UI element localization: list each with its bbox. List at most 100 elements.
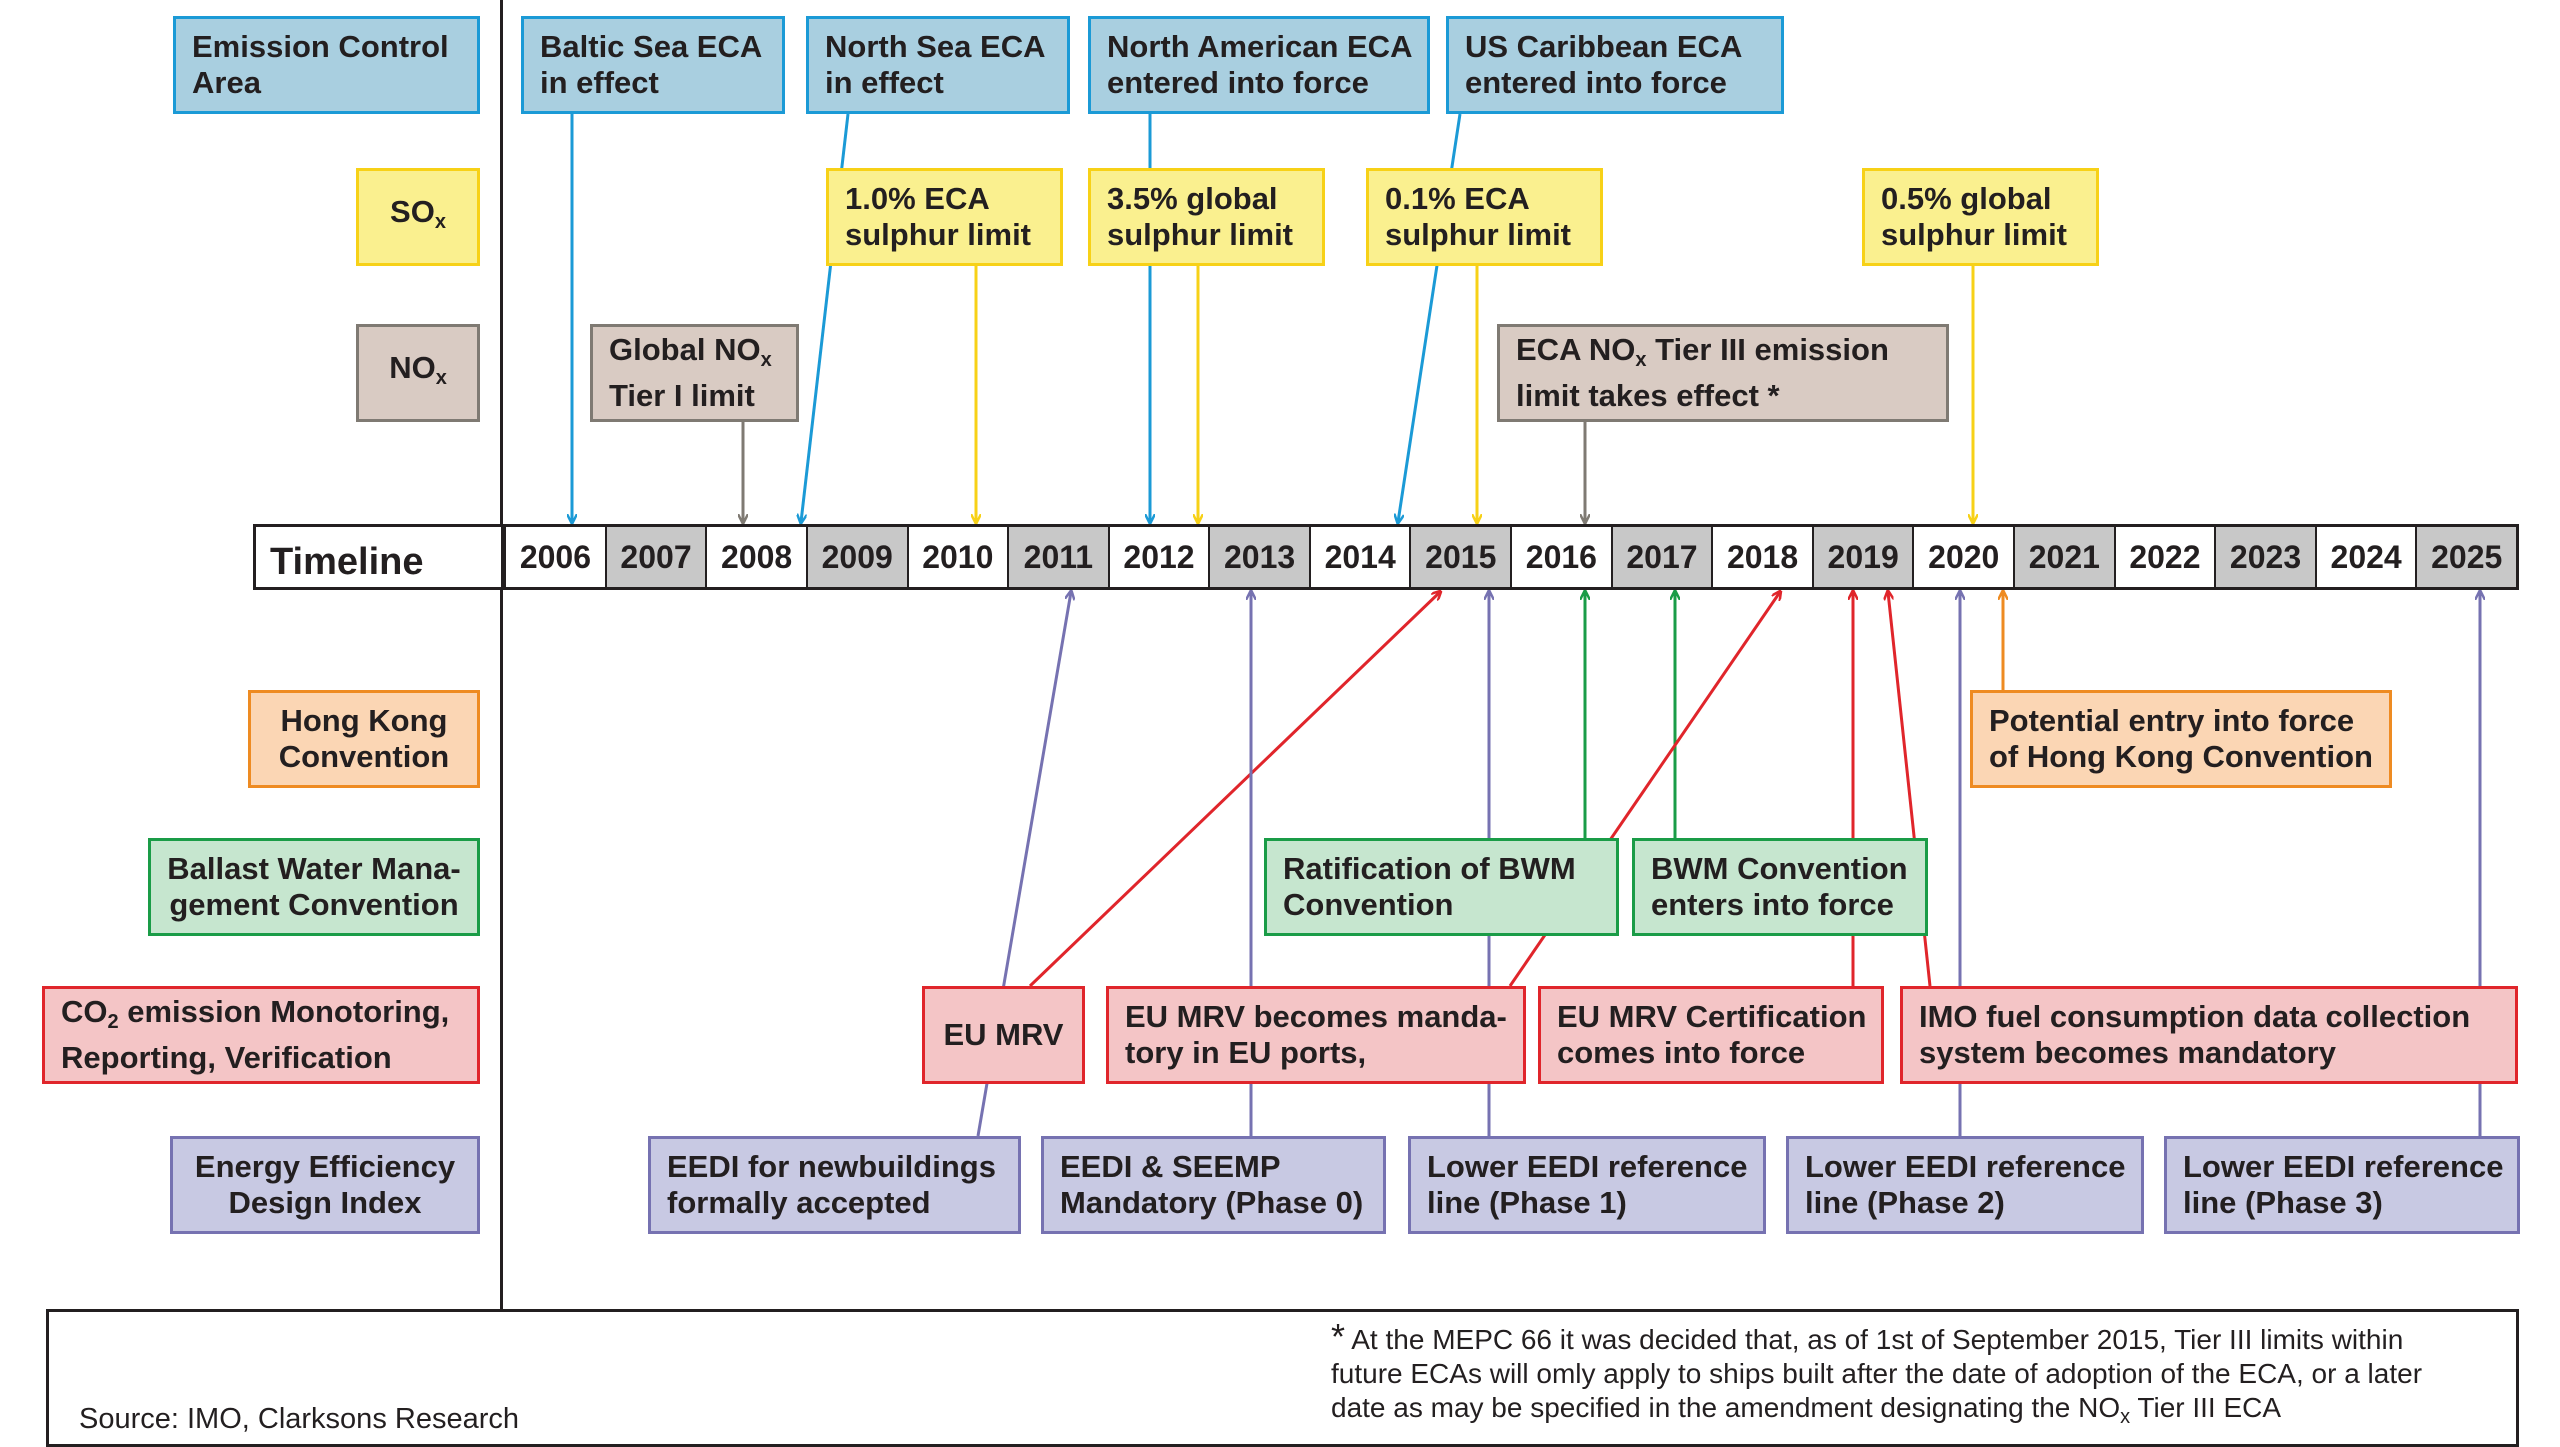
timeline-year: 2013 xyxy=(1208,527,1309,587)
event-line: North American ECA xyxy=(1107,29,1413,64)
timeline-year: 2012 xyxy=(1107,527,1209,587)
category-eca: Emission Control Area xyxy=(173,16,480,114)
timeline-year: 2024 xyxy=(2314,527,2416,587)
event-line: in effect xyxy=(540,65,659,100)
sox-subscript: x xyxy=(434,211,446,233)
event-line: sulphur limit xyxy=(1881,217,2067,252)
category-hong-kong: Hong Kong Convention xyxy=(248,690,480,788)
event-nox-tier3: ECA NOx Tier III emission limit takes ef… xyxy=(1497,324,1949,422)
timeline-label: Timeline xyxy=(256,527,505,587)
event-hk-potential: Potential entry into force of Hong Kong … xyxy=(1970,690,2392,788)
event-line: US Caribbean ECA xyxy=(1465,29,1743,64)
co2-pre: CO xyxy=(61,994,108,1029)
sox-label: SO xyxy=(390,194,435,229)
event-baltic-eca: Baltic Sea ECA in effect xyxy=(521,16,785,114)
event-line: in effect xyxy=(825,65,944,100)
event-line: of Hong Kong Convention xyxy=(1989,739,2373,774)
event-line: EEDI for newbuildings xyxy=(667,1149,996,1184)
category-eca-line: Area xyxy=(192,65,261,100)
footnote-subscript: x xyxy=(2120,1406,2131,1428)
event-line: comes into force xyxy=(1557,1035,1806,1070)
category-hk-line: Hong Kong xyxy=(280,703,448,738)
category-eedi-line: Design Index xyxy=(228,1185,422,1220)
timeline-year: 2018 xyxy=(1711,527,1812,587)
event-uscaribbean-eca: US Caribbean ECA entered into force xyxy=(1446,16,1784,114)
event-bwm-force: BWM Convention enters into force xyxy=(1632,838,1928,936)
source-credit: Source: IMO, Clarksons Research xyxy=(79,1403,519,1435)
timeline-year: 2020 xyxy=(1912,527,2013,587)
event-line: entered into force xyxy=(1107,65,1369,100)
event-sox-3-5pct-global: 3.5% global sulphur limit xyxy=(1088,168,1325,266)
event-line: line (Phase 2) xyxy=(1805,1185,2005,1220)
timeline-year: 2015 xyxy=(1409,527,1511,587)
event-eu-mrv: EU MRV xyxy=(922,986,1085,1084)
event-line: sulphur limit xyxy=(845,217,1031,252)
category-co2-line: Reporting, Verification xyxy=(61,1040,392,1075)
event-line: Baltic Sea ECA xyxy=(540,29,763,64)
event-line: North Sea ECA xyxy=(825,29,1046,64)
event-line: Lower EEDI reference xyxy=(1427,1149,1748,1184)
footnote-line-1: At the MEPC 66 it was decided that, as o… xyxy=(1345,1324,2404,1355)
event-eedi-seemp: EEDI & SEEMP Mandatory (Phase 0) xyxy=(1041,1136,1386,1234)
timeline-year: 2021 xyxy=(2013,527,2114,587)
event-bwm-ratification: Ratification of BWM Convention xyxy=(1264,838,1619,936)
timeline-year: 2016 xyxy=(1510,527,1611,587)
event-line: Lower EEDI reference xyxy=(1805,1149,2126,1184)
event-line: EEDI & SEEMP xyxy=(1060,1149,1281,1184)
event-line: sulphur limit xyxy=(1385,217,1571,252)
timeline-year: 2014 xyxy=(1308,527,1410,587)
footer-box: * At the MEPC 66 it was decided that, as… xyxy=(46,1309,2519,1447)
footnote-star: * xyxy=(1331,1316,1346,1357)
co2-post: emission Monotoring, xyxy=(118,994,450,1029)
event-eu-mrv-mandatory: EU MRV becomes manda- tory in EU ports, xyxy=(1106,986,1526,1084)
event-line: Tier I limit xyxy=(609,378,755,413)
event-line: BWM Convention xyxy=(1651,851,1908,886)
category-ballast-water: Ballast Water Mana- gement Convention xyxy=(148,838,480,936)
event-line: Potential entry into force xyxy=(1989,703,2355,738)
event-line: formally accepted xyxy=(667,1185,931,1220)
nox-label: NO xyxy=(389,350,436,385)
event-northamerican-eca: North American ECA entered into force xyxy=(1088,16,1430,114)
event-line: limit takes effect * xyxy=(1516,378,1780,413)
category-bwm-line: Ballast Water Mana- xyxy=(167,851,461,886)
event-line: 0.5% global xyxy=(1881,181,2052,216)
event-sox-1pct-eca: 1.0% ECA sulphur limit xyxy=(826,168,1063,266)
footnote: * At the MEPC 66 it was decided that, as… xyxy=(1331,1319,2511,1434)
event-line: EU MRV Certification xyxy=(1557,999,1867,1034)
event-line: 0.1% ECA xyxy=(1385,181,1530,216)
event-line: tory in EU ports, xyxy=(1125,1035,1367,1070)
timeline-year: 2009 xyxy=(805,527,907,587)
arrow-eu-mrv xyxy=(1028,592,1440,988)
footnote-line-3-post: Tier III ECA xyxy=(2130,1392,2282,1423)
event-line: system becomes mandatory xyxy=(1919,1035,2336,1070)
timeline-year: 2017 xyxy=(1610,527,1712,587)
category-eedi: Energy Efficiency Design Index xyxy=(170,1136,480,1234)
category-divider xyxy=(500,0,503,1310)
timeline-year: 2025 xyxy=(2415,527,2516,587)
nox-tier3-text: ECA NO xyxy=(1516,332,1636,367)
timeline-year: 2019 xyxy=(1811,527,1913,587)
event-eedi-phase1: Lower EEDI reference line (Phase 1) xyxy=(1408,1136,1766,1234)
event-line: Mandatory (Phase 0) xyxy=(1060,1185,1364,1220)
category-eedi-line: Energy Efficiency xyxy=(194,1149,456,1184)
event-line: line (Phase 3) xyxy=(2183,1185,2383,1220)
event-line: Ratification of BWM xyxy=(1283,851,1576,886)
category-bwm-line: gement Convention xyxy=(169,887,459,922)
event-northsea-eca: North Sea ECA in effect xyxy=(806,16,1070,114)
event-line: Convention xyxy=(1283,887,1454,922)
timeline-year: 2010 xyxy=(906,527,1008,587)
event-line: Lower EEDI reference xyxy=(2183,1149,2504,1184)
event-eedi-newbuildings: EEDI for newbuildings formally accepted xyxy=(648,1136,1021,1234)
category-co2: CO2 emission Monotoring, Reporting, Veri… xyxy=(42,986,480,1084)
event-line: EU MRV xyxy=(943,1017,1064,1052)
event-line: enters into force xyxy=(1651,887,1894,922)
event-eedi-phase2: Lower EEDI reference line (Phase 2) xyxy=(1786,1136,2144,1234)
event-line: IMO fuel consumption data collection xyxy=(1919,999,2471,1034)
event-line: EU MRV becomes manda- xyxy=(1125,999,1507,1034)
nox-tier1-subscript: x xyxy=(760,349,772,371)
event-nox-tier1: Global NOx Tier I limit xyxy=(590,324,799,422)
event-line: line (Phase 1) xyxy=(1427,1185,1627,1220)
